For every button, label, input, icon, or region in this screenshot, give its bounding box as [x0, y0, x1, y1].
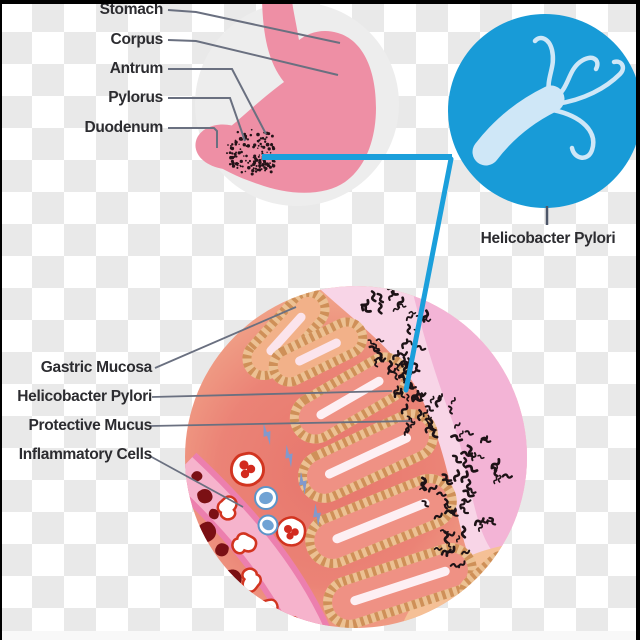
frame-border-left	[0, 0, 2, 640]
neutrophil-icon	[275, 516, 307, 547]
label-protective-mucus: Protective Mucus	[28, 417, 152, 434]
stomach-leader-lines	[167, 9, 341, 148]
leader-line-stomach	[167, 9, 341, 44]
leader-line-corpus	[167, 39, 339, 76]
helicobacter-bacterium-icon	[472, 35, 626, 166]
leader-line-protective-mucus	[149, 420, 412, 427]
mucosa-leader-lines	[147, 306, 412, 508]
leader-line-duodenum	[168, 127, 218, 148]
helicobacter-colonies	[360, 287, 513, 569]
label-duodenum: Duodenum	[84, 119, 163, 136]
stomach-illustration	[195, 0, 399, 206]
lymphocyte-icon	[254, 486, 278, 510]
lymphocyte-icon	[257, 514, 279, 536]
neutrophil-icon	[229, 451, 265, 487]
villus	[242, 287, 330, 381]
leader-line-gastric-mucosa	[154, 306, 297, 369]
leader-line-antrum	[168, 68, 267, 135]
label-helicobacter-mucosa: Helicobacter Pylori	[17, 388, 152, 405]
mucosa-magnified-circle	[185, 286, 527, 628]
label-helicobacter-pylori-inset: Helicobacter Pylori	[480, 230, 616, 247]
leader-line-inflammatory-cells	[147, 454, 244, 508]
label-pylorus: Pylorus	[108, 89, 163, 106]
bottom-strip	[0, 631, 640, 640]
label-gastric-mucosa: Gastric Mucosa	[40, 359, 153, 376]
bacterium-inset	[448, 14, 640, 225]
frame-border-right	[636, 0, 640, 640]
duodenum-shape	[195, 124, 252, 170]
label-stomach: Stomach	[99, 1, 164, 18]
label-antrum: Antrum	[109, 60, 164, 77]
connector-line-diagonal	[403, 156, 454, 393]
villus	[268, 317, 368, 387]
frame-border-top	[0, 0, 640, 4]
leader-line-pylorus	[168, 97, 246, 142]
label-corpus: Corpus	[110, 31, 164, 48]
label-inflammatory-cells: Inflammatory Cells	[18, 446, 153, 463]
inflammatory-cells	[212, 451, 307, 628]
villus	[305, 474, 457, 568]
villus	[323, 543, 477, 628]
leader-line-helicobacter	[151, 390, 393, 398]
